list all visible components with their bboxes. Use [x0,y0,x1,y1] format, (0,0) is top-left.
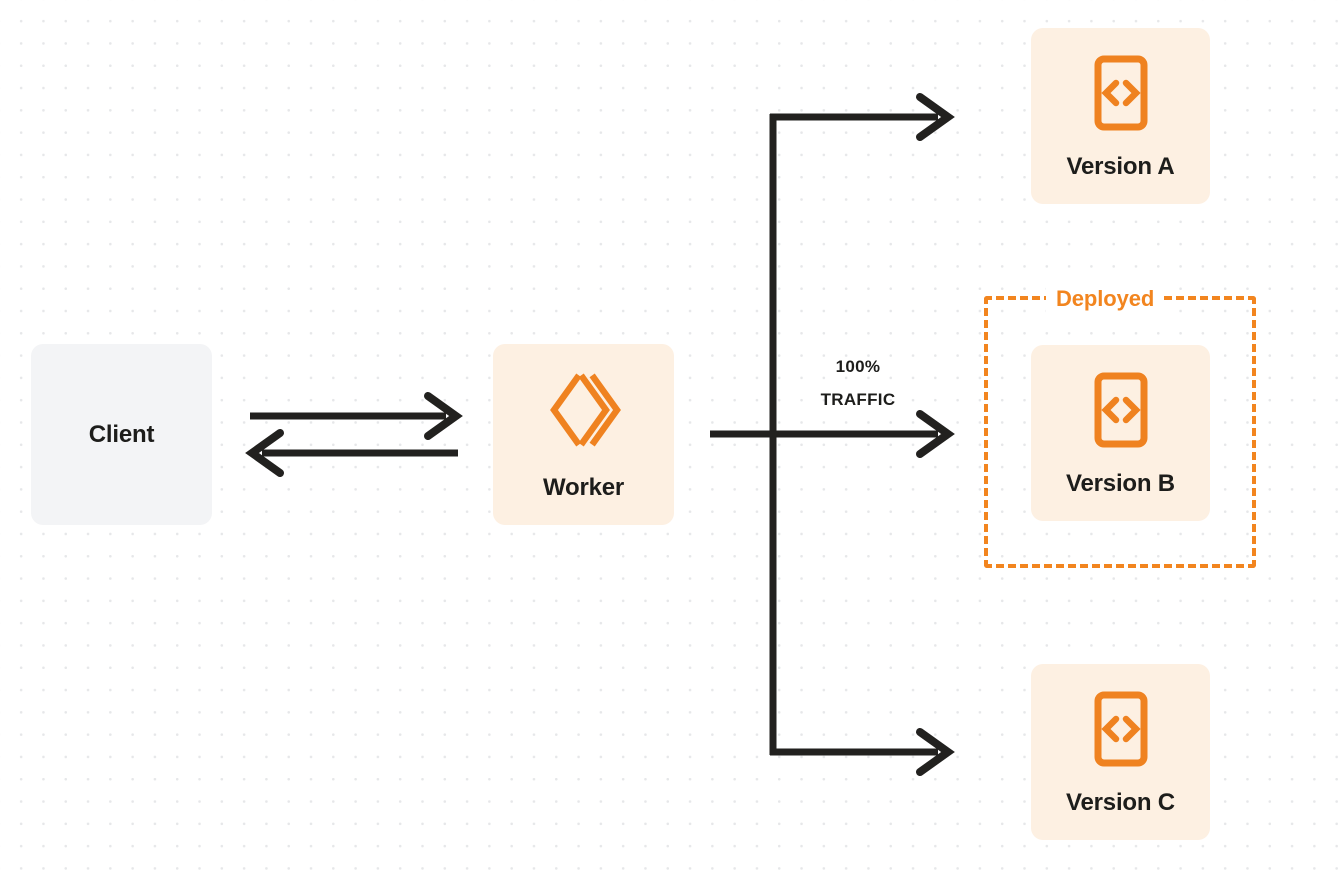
version-a-node[interactable]: Version A [1031,28,1210,204]
client-node[interactable]: Client [31,344,212,525]
code-file-icon [1090,53,1152,133]
version-a-node-label: Version A [1066,153,1175,180]
cloudflare-workers-logo-icon [544,370,624,450]
version-c-node-label: Version C [1066,789,1175,816]
traffic-trunk-line [710,114,778,755]
version-b-node-label: Version B [1066,470,1175,497]
version-b-node[interactable]: Version B [1031,345,1210,521]
code-file-icon [1090,370,1152,450]
worker-to-version-a-arrow [770,93,955,141]
code-file-icon [1090,689,1152,769]
client-to-worker-request-arrow [250,392,463,440]
worker-node-label: Worker [542,473,625,501]
client-node-label: Client [88,420,155,448]
worker-to-client-response-arrow [245,429,458,477]
worker-node[interactable]: Worker [493,344,674,525]
worker-to-version-b-arrow [770,410,955,458]
worker-to-version-c-arrow [770,728,955,776]
version-c-node[interactable]: Version C [1031,664,1210,840]
deployed-group-label: Deployed [1046,285,1165,313]
